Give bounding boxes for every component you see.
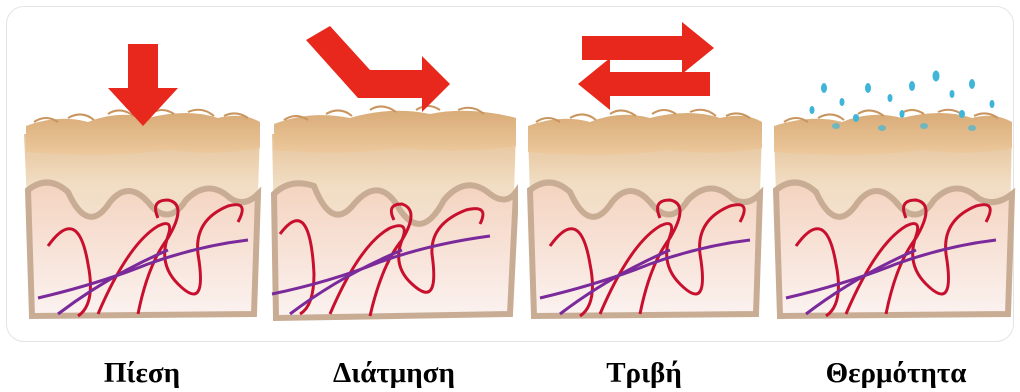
pressure-arrow-icon	[108, 44, 178, 126]
panel-pressure	[18, 14, 266, 344]
caption-shear: Διάτμηση	[270, 356, 518, 390]
friction-arrows-icon	[578, 22, 714, 110]
skin-cross-section	[24, 110, 260, 316]
panel-shear	[270, 14, 518, 344]
panel-heat	[772, 14, 1020, 344]
skin-cross-section	[528, 110, 762, 316]
skin-cross-section	[774, 110, 1012, 316]
skin-cross-section	[272, 106, 516, 318]
shear-arrow-icon	[306, 26, 450, 112]
caption-pressure: Πίεση	[18, 356, 266, 390]
caption-friction: Τριβή	[520, 356, 768, 390]
panel-friction	[520, 14, 768, 344]
caption-heat: Θερμότητα	[772, 356, 1020, 390]
